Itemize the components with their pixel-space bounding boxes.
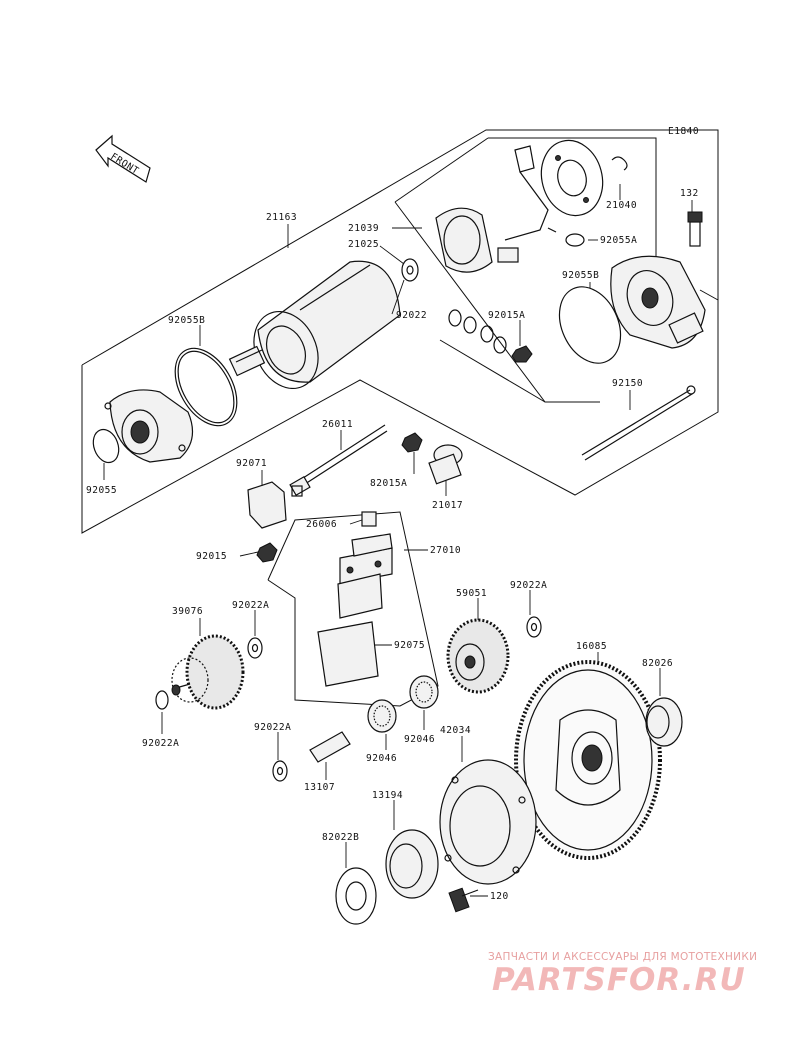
starter-relay-27010: [337, 533, 393, 619]
nut-92015: [256, 542, 278, 563]
one-way-clutch-42034: [439, 759, 537, 885]
brush-holder-21039: [435, 207, 493, 273]
label-92022a-left: 92022A: [232, 600, 269, 611]
label-132: 132: [680, 188, 699, 199]
label-59051: 59051: [456, 588, 487, 599]
label-13194: 13194: [372, 790, 403, 801]
diagram-code: E1840: [668, 126, 699, 137]
cover-92075: [317, 621, 379, 687]
washer-82022b: [335, 867, 377, 925]
brush-plate: [497, 145, 557, 263]
needle-bearing-92046-left: [367, 699, 397, 733]
label-82022b: 82022B: [322, 832, 359, 843]
needle-bearing-92046-right: [409, 675, 439, 709]
gear-39076: [171, 634, 245, 710]
cap-21017: [428, 444, 463, 485]
label-92055a: 92055A: [600, 235, 637, 246]
washer-92022a-left: [247, 637, 263, 659]
label-92022a-mid: 92022A: [254, 722, 291, 733]
leader-lines: [103, 184, 693, 897]
o-ring-92055b-right: [558, 286, 622, 364]
watermark-subtitle: ЗАПЧАСТИ И АКСЕССУАРЫ ДЛЯ МОТОТЕХНИКИ: [488, 951, 758, 963]
spring-21040: [611, 156, 628, 171]
bolt-120: [448, 887, 479, 913]
label-92046-left: 92046: [366, 753, 397, 764]
label-82015a: 82015A: [370, 478, 407, 489]
washer-92022: [401, 258, 419, 282]
label-92022a-bottom: 92022A: [142, 738, 179, 749]
label-26011: 26011: [322, 419, 353, 430]
shaft-13107: [309, 731, 351, 763]
boot-92071: [247, 481, 303, 529]
label-120: 120: [490, 891, 509, 902]
washer-set-92015a: [448, 309, 533, 363]
label-92055b-left: 92055B: [168, 315, 205, 326]
label-82026: 82026: [642, 658, 673, 669]
label-21025: 21025: [348, 239, 379, 250]
label-92022a-right: 92022A: [510, 580, 547, 591]
label-92075: 92075: [394, 640, 425, 651]
label-21040: 21040: [606, 200, 637, 211]
gear-16085: [514, 660, 662, 860]
label-16085: 16085: [576, 641, 607, 652]
brush-plate-disc: [540, 139, 604, 217]
o-ring-92055b-left: [174, 347, 238, 427]
washer-92022a-lower: [155, 690, 169, 710]
label-27010: 27010: [430, 545, 461, 556]
bearing-82026: [645, 697, 683, 747]
watermark-logo: PARTSFOR.RU: [492, 962, 746, 998]
label-92055: 92055: [86, 485, 117, 496]
bearing-13194: [385, 829, 439, 899]
label-92015a-top: 92015A: [488, 310, 525, 321]
label-92022: 92022: [396, 310, 427, 321]
nut-82015a: [401, 432, 423, 453]
label-92150: 92150: [612, 378, 643, 389]
o-ring-92055: [92, 428, 120, 464]
label-92055b-top: 92055B: [562, 270, 599, 281]
o-ring-92055a: [565, 233, 585, 247]
label-42034: 42034: [440, 725, 471, 736]
starter-assembly-frame: [81, 129, 719, 534]
bolt-132: [687, 211, 703, 247]
label-39076: 39076: [172, 606, 203, 617]
o-ring-92055b-left-inner: [177, 350, 235, 424]
through-bolt-92150: [581, 385, 696, 461]
label-13107: 13107: [304, 782, 335, 793]
front-arrow-icon: FRONT: [95, 134, 151, 183]
label-92015: 92015: [196, 551, 227, 562]
fuse-26006: [361, 511, 377, 527]
starter-front-cover: [104, 389, 194, 463]
starter-motor-housing: [228, 260, 401, 390]
label-21039: 21039: [348, 223, 379, 234]
label-21163: 21163: [266, 212, 297, 223]
starter-rear-cover: [610, 255, 706, 349]
label-92071: 92071: [236, 458, 267, 469]
gear-59051: [446, 618, 510, 694]
label-26006: 26006: [306, 519, 337, 530]
part-labels: 21163 21039 21025 21040 92055A 132 92055…: [86, 188, 699, 902]
washer-92022a-right: [526, 616, 542, 638]
washer-92022a-bottom: [272, 760, 288, 782]
label-92046-right: 92046: [404, 734, 435, 745]
label-21017: 21017: [432, 500, 463, 511]
